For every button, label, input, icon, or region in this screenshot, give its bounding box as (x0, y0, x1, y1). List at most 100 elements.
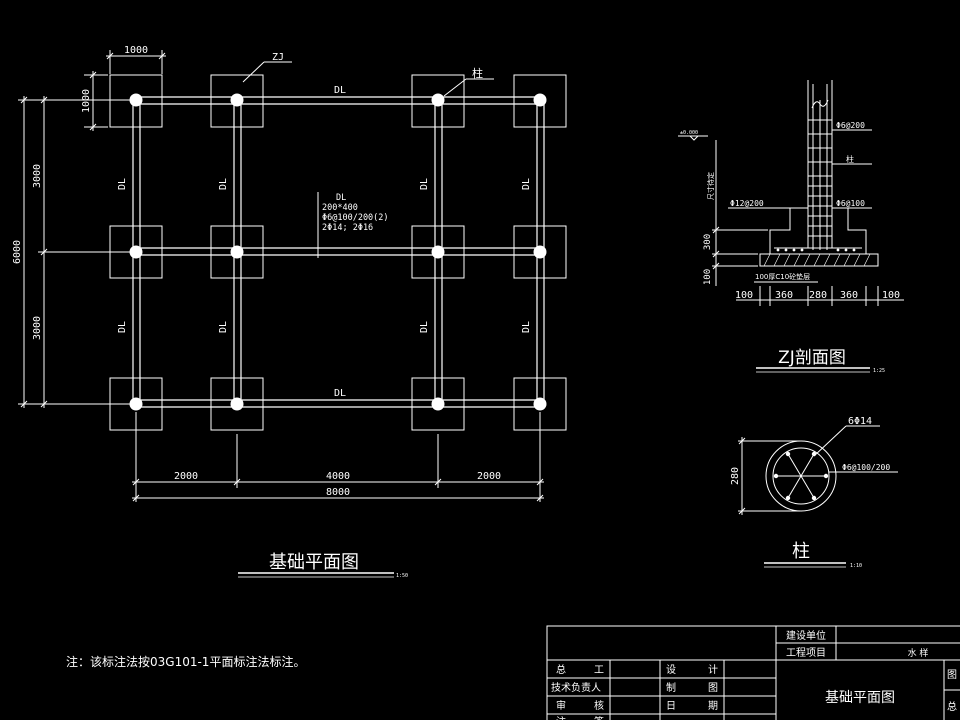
footing-pad (210, 225, 264, 279)
section-side-note: 尺寸待定 (706, 172, 715, 200)
footing-pad (411, 225, 465, 279)
column-dim: 280 (730, 467, 741, 485)
beam-label: DL (521, 321, 532, 333)
svg-text:360: 360 (775, 290, 793, 301)
column-stirrup-label: Φ6@100/200 (842, 463, 890, 472)
svg-text:期: 期 (708, 700, 718, 712)
beam-spec-line: 200*400 (322, 203, 358, 213)
dim-left-small: 1000 (81, 71, 108, 131)
beam-label: DL (419, 321, 430, 333)
zj-section: ±0.000 尺寸待定 300 100 Φ6@200 柱 Φ6@100 Φ12@… (678, 80, 904, 374)
column-dot (431, 245, 445, 259)
svg-text:工: 工 (594, 665, 604, 676)
svg-text:4000: 4000 (326, 471, 350, 482)
beam-spec-line: DL (336, 193, 346, 203)
section-hdims: 100 360 280 360 100 (735, 286, 904, 306)
section-vdim: 100 (703, 269, 713, 285)
svg-text:日: 日 (666, 701, 676, 712)
pad-rebar-dots (776, 248, 856, 252)
columns (129, 93, 547, 411)
rebar-label: Φ6@200 (836, 121, 865, 130)
svg-text:3000: 3000 (32, 316, 43, 340)
column-bars-label: 6Φ14 (848, 416, 872, 427)
svg-text:2000: 2000 (477, 471, 501, 482)
tb-project-value: 水 样 (908, 647, 929, 659)
svg-text:360: 360 (840, 290, 858, 301)
column-dot (129, 93, 143, 107)
tb-drawing-name: 基础平面图 (825, 689, 895, 706)
svg-text:100: 100 (735, 290, 753, 301)
svg-text:100: 100 (882, 290, 900, 301)
column-dot (230, 93, 244, 107)
beam-label: DL (521, 178, 532, 190)
column-scale: 1:10 (850, 563, 862, 569)
svg-text:2000: 2000 (174, 471, 198, 482)
column-dot (129, 245, 143, 259)
footing-pad (411, 377, 465, 431)
beam-spec-line: 2Φ14; 2Φ16 (322, 223, 373, 233)
beam-label: DL (117, 178, 128, 190)
footing-pads (109, 74, 567, 431)
svg-text:3000: 3000 (32, 164, 43, 188)
plan-title: 基础平面图 (269, 552, 359, 573)
column-dot (533, 93, 547, 107)
pad-label: 100厚C10砼垫层 (755, 272, 810, 281)
svg-text:制: 制 (666, 681, 676, 694)
svg-text:1000: 1000 (81, 89, 92, 113)
beam-label: DL (218, 321, 229, 333)
column-dot (533, 245, 547, 259)
svg-text:1000: 1000 (124, 45, 148, 56)
tb-project-label: 工程项目 (786, 647, 826, 659)
footing-pad (109, 74, 163, 128)
column-dot (431, 397, 445, 411)
footing-pad (411, 74, 465, 128)
rebar-label: Φ6@100 (836, 199, 865, 208)
column-dot (533, 397, 547, 411)
rebar-label: Φ12@200 (730, 199, 764, 208)
column-dot (230, 397, 244, 411)
svg-text:总: 总 (947, 700, 957, 713)
beam-label: DL (117, 321, 128, 333)
svg-text:总: 总 (556, 663, 566, 676)
column-dot (431, 93, 445, 107)
svg-text:审: 审 (556, 699, 566, 712)
svg-text:计: 计 (708, 663, 718, 676)
footing-callout: ZJ (272, 52, 284, 63)
ground-beams (132, 96, 545, 408)
svg-text:图: 图 (947, 669, 957, 681)
dim-top: 1000 (106, 45, 166, 74)
section-vdim: 300 (703, 234, 713, 250)
column-callout: 柱 (472, 66, 483, 80)
foundation-plan: DL DL DL DL DL DL DL DL DL DL DL 200*400… (12, 45, 567, 579)
beam-label: DL (419, 178, 430, 190)
svg-text:注: 注 (556, 715, 566, 720)
svg-text:核: 核 (594, 699, 604, 712)
drawing-note: 注：该标注法按03G101-1平面标注法标注。 (66, 654, 305, 669)
svg-text:设: 设 (666, 664, 676, 676)
footing-pad (513, 74, 567, 128)
beam-label: DL (334, 388, 346, 399)
title-block: 建设单位 工程项目 水 样 总 工 设 计 技术负责人 制 图 审 核 日 期 … (546, 625, 960, 720)
bedding-hatch (763, 253, 871, 267)
section-title: ZJ剖面图 (778, 348, 846, 368)
plan-scale: 1:50 (396, 573, 408, 579)
column-section: 6Φ14 Φ6@100/200 280 柱 1:10 (730, 416, 898, 569)
column-title: 柱 (792, 541, 810, 562)
section-scale: 1:25 (873, 368, 885, 374)
beam-label: DL (218, 178, 229, 190)
column-outline (765, 440, 837, 512)
svg-text:280: 280 (809, 290, 827, 301)
footing-pad (210, 74, 264, 128)
column-dot (129, 397, 143, 411)
footing-pad (513, 225, 567, 279)
svg-text:签: 签 (594, 715, 604, 720)
dim-bottom: 2000 4000 2000 8000 (132, 412, 544, 502)
elevation-mark: ±0.000 (680, 130, 698, 136)
svg-text:6000: 6000 (12, 240, 23, 264)
svg-text:图: 图 (708, 682, 718, 694)
tb-client-label: 建设单位 (786, 629, 826, 642)
column-stirrup (772, 447, 830, 505)
beam-spec-line: Φ6@100/200(2) (322, 213, 389, 223)
svg-text:8000: 8000 (326, 487, 350, 498)
